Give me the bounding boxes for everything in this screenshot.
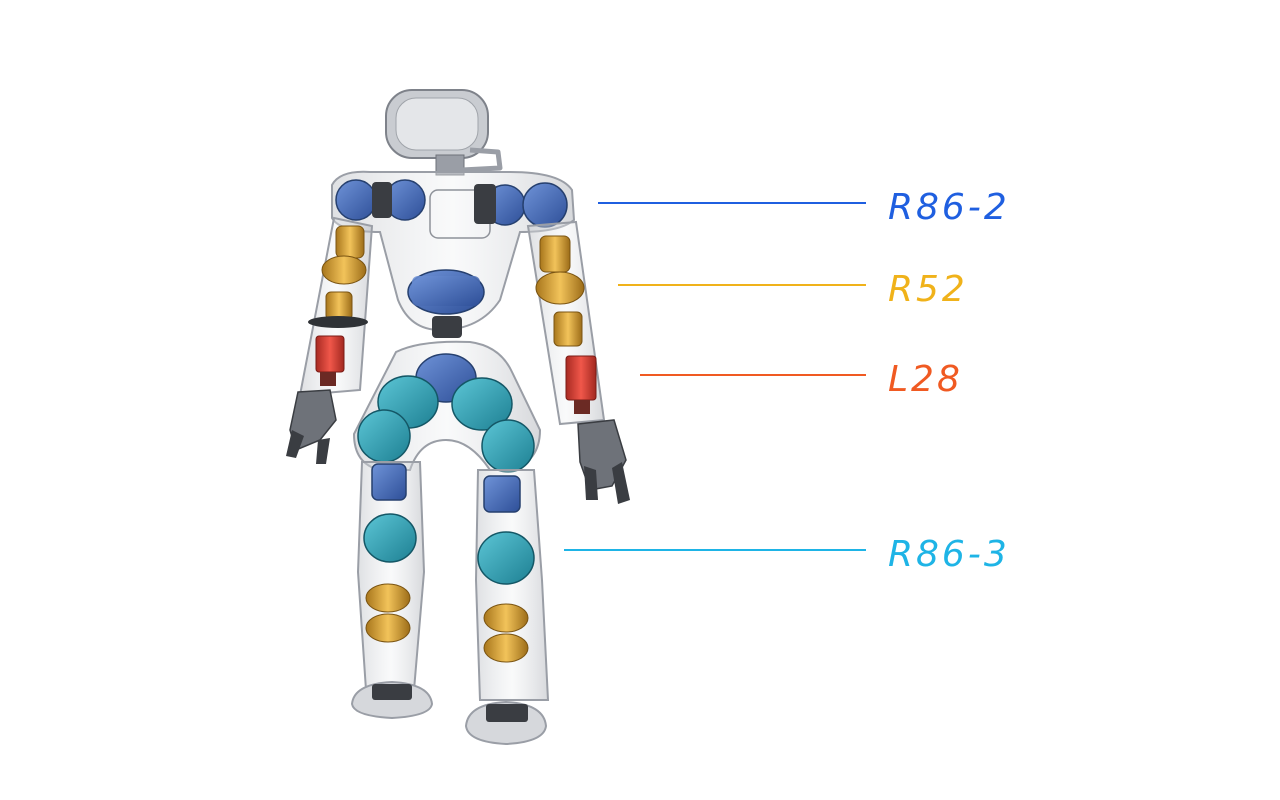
robot-left-arm [286, 216, 374, 464]
callout-r52: R52 [618, 269, 968, 310]
robot-right-leg [464, 469, 550, 746]
callout-r86-2: R86-2 [598, 187, 1010, 228]
callout-label-r86-3: R86-3 [888, 534, 1010, 575]
callout-l28: L28 [640, 359, 963, 400]
callout-label-r86-2: R86-2 [888, 187, 1010, 228]
callout-r86-3: R86-3 [564, 534, 1010, 575]
callout-label-r52: R52 [888, 269, 968, 310]
robot-right-arm [526, 220, 630, 504]
robot-pelvis [352, 340, 542, 473]
robot [286, 89, 630, 746]
callout-label-l28: L28 [888, 359, 963, 400]
robot-head [385, 89, 503, 176]
robot-left-leg [350, 461, 434, 720]
